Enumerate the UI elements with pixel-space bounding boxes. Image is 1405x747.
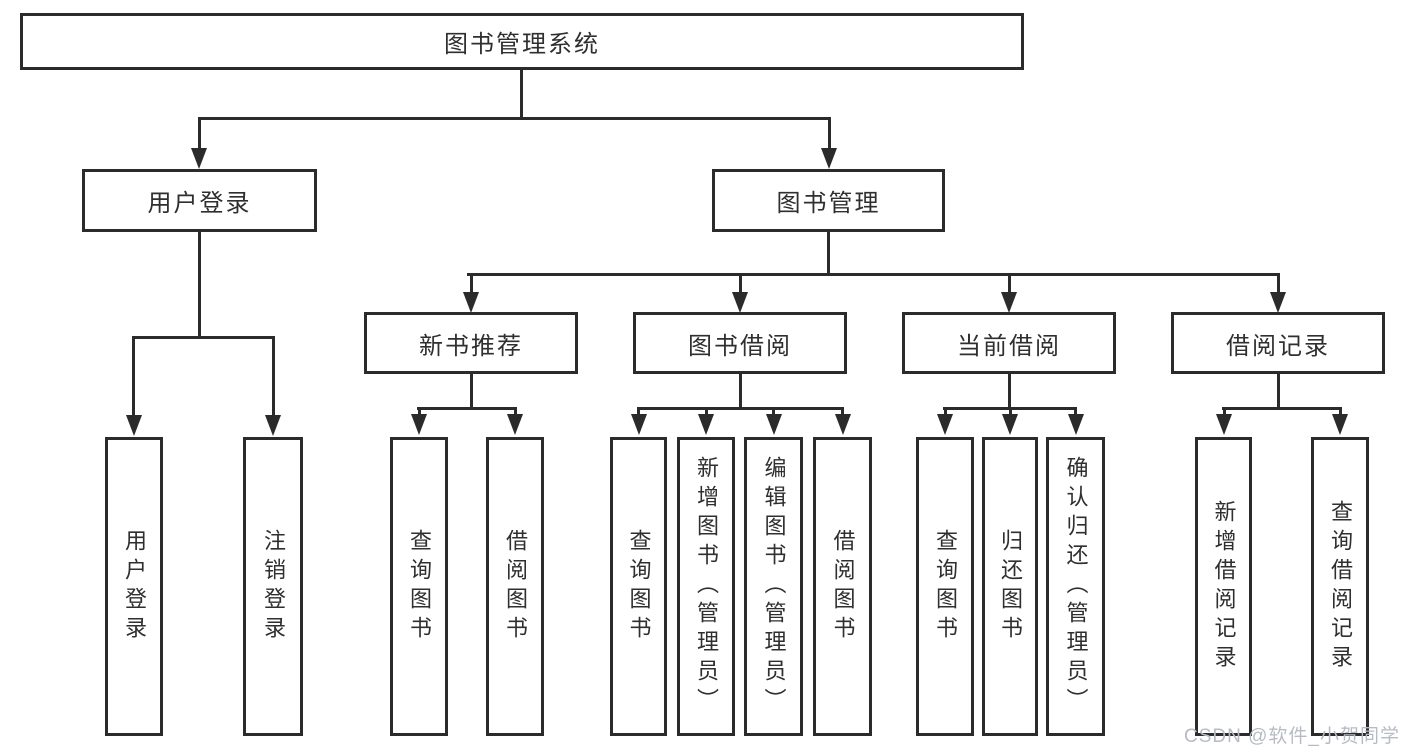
node-current-borrowing: 当前借阅: [902, 312, 1116, 374]
connector-line: [198, 232, 201, 336]
arrow-down-icon: [698, 414, 714, 435]
arrow-down-icon: [1270, 292, 1286, 313]
leaf-query-borrow-record: 查询借阅记录: [1311, 437, 1369, 736]
leaf-add-books-admin: 新增图书（管理员）: [677, 437, 735, 736]
connector-line: [132, 336, 275, 339]
connector-line: [198, 117, 201, 149]
connector-line: [132, 336, 135, 416]
connector-line: [739, 273, 742, 293]
connector-line: [1008, 273, 1011, 293]
connector-line: [841, 407, 844, 415]
connector-line: [637, 407, 844, 410]
node-borrow-records: 借阅记录: [1171, 312, 1385, 374]
leaf-confirm-return-admin: 确认归还（管理员）: [1046, 437, 1105, 736]
connector-line: [272, 336, 275, 416]
connector-line: [418, 407, 421, 415]
connector-line: [705, 407, 708, 415]
leaf-edit-books-admin: 编辑图书（管理员）: [744, 437, 803, 736]
arrow-down-icon: [835, 414, 851, 435]
leaf-borrow-books: 借阅图书: [813, 437, 872, 736]
node-book-management: 图书管理: [712, 169, 945, 232]
connector-line: [739, 374, 742, 407]
arrow-down-icon: [1332, 414, 1348, 435]
connector-line: [637, 407, 640, 415]
arrow-down-icon: [265, 415, 281, 436]
node-user-login: 用户登录: [82, 169, 317, 232]
arrow-down-icon: [507, 414, 523, 435]
arrow-down-icon: [191, 148, 207, 169]
arrow-down-icon: [766, 414, 782, 435]
node-new-book-recommend: 新书推荐: [364, 312, 578, 374]
connector-line: [514, 407, 517, 415]
connector-line: [198, 117, 831, 120]
leaf-return-books: 归还图书: [982, 437, 1038, 736]
connector-line: [1009, 407, 1012, 415]
node-book-borrowing: 图书借阅: [633, 312, 847, 374]
connector-line: [470, 273, 473, 293]
leaf-add-borrow-record: 新增借阅记录: [1195, 437, 1252, 736]
arrow-down-icon: [821, 148, 837, 169]
arrow-down-icon: [732, 292, 748, 313]
node-library-system: 图书管理系统: [20, 13, 1024, 70]
leaf-query-books-borrow: 查询图书: [610, 437, 667, 736]
connector-line: [1223, 407, 1226, 415]
arrow-down-icon: [1068, 414, 1084, 435]
connector-line: [1008, 374, 1011, 407]
arrow-down-icon: [1002, 414, 1018, 435]
connector-line: [467, 273, 1280, 276]
arrow-down-icon: [126, 415, 142, 436]
connector-line: [1277, 273, 1280, 293]
csdn-watermark: CSDN @软件_小贺同学: [1184, 726, 1400, 747]
connector-line: [772, 407, 775, 415]
connector-line: [1339, 407, 1342, 415]
connector-line: [827, 232, 830, 273]
arrow-down-icon: [463, 292, 479, 313]
arrow-down-icon: [411, 414, 427, 435]
connector-line: [1277, 374, 1280, 407]
arrow-down-icon: [1216, 414, 1232, 435]
leaf-logout: 注销登录: [243, 437, 303, 736]
connector-line: [944, 407, 947, 415]
connector-line: [828, 117, 831, 149]
connector-line: [417, 407, 517, 410]
leaf-borrow-books-recommend: 借阅图书: [486, 437, 544, 736]
connector-line: [520, 70, 523, 117]
leaf-query-books-current: 查询图书: [916, 437, 974, 736]
arrow-down-icon: [631, 414, 647, 435]
leaf-query-books-recommend: 查询图书: [390, 437, 448, 736]
connector-line: [1222, 407, 1341, 410]
leaf-user-login: 用户登录: [105, 437, 163, 736]
connector-line: [470, 374, 473, 407]
arrow-down-icon: [1001, 292, 1017, 313]
connector-line: [1074, 407, 1077, 415]
arrow-down-icon: [937, 414, 953, 435]
